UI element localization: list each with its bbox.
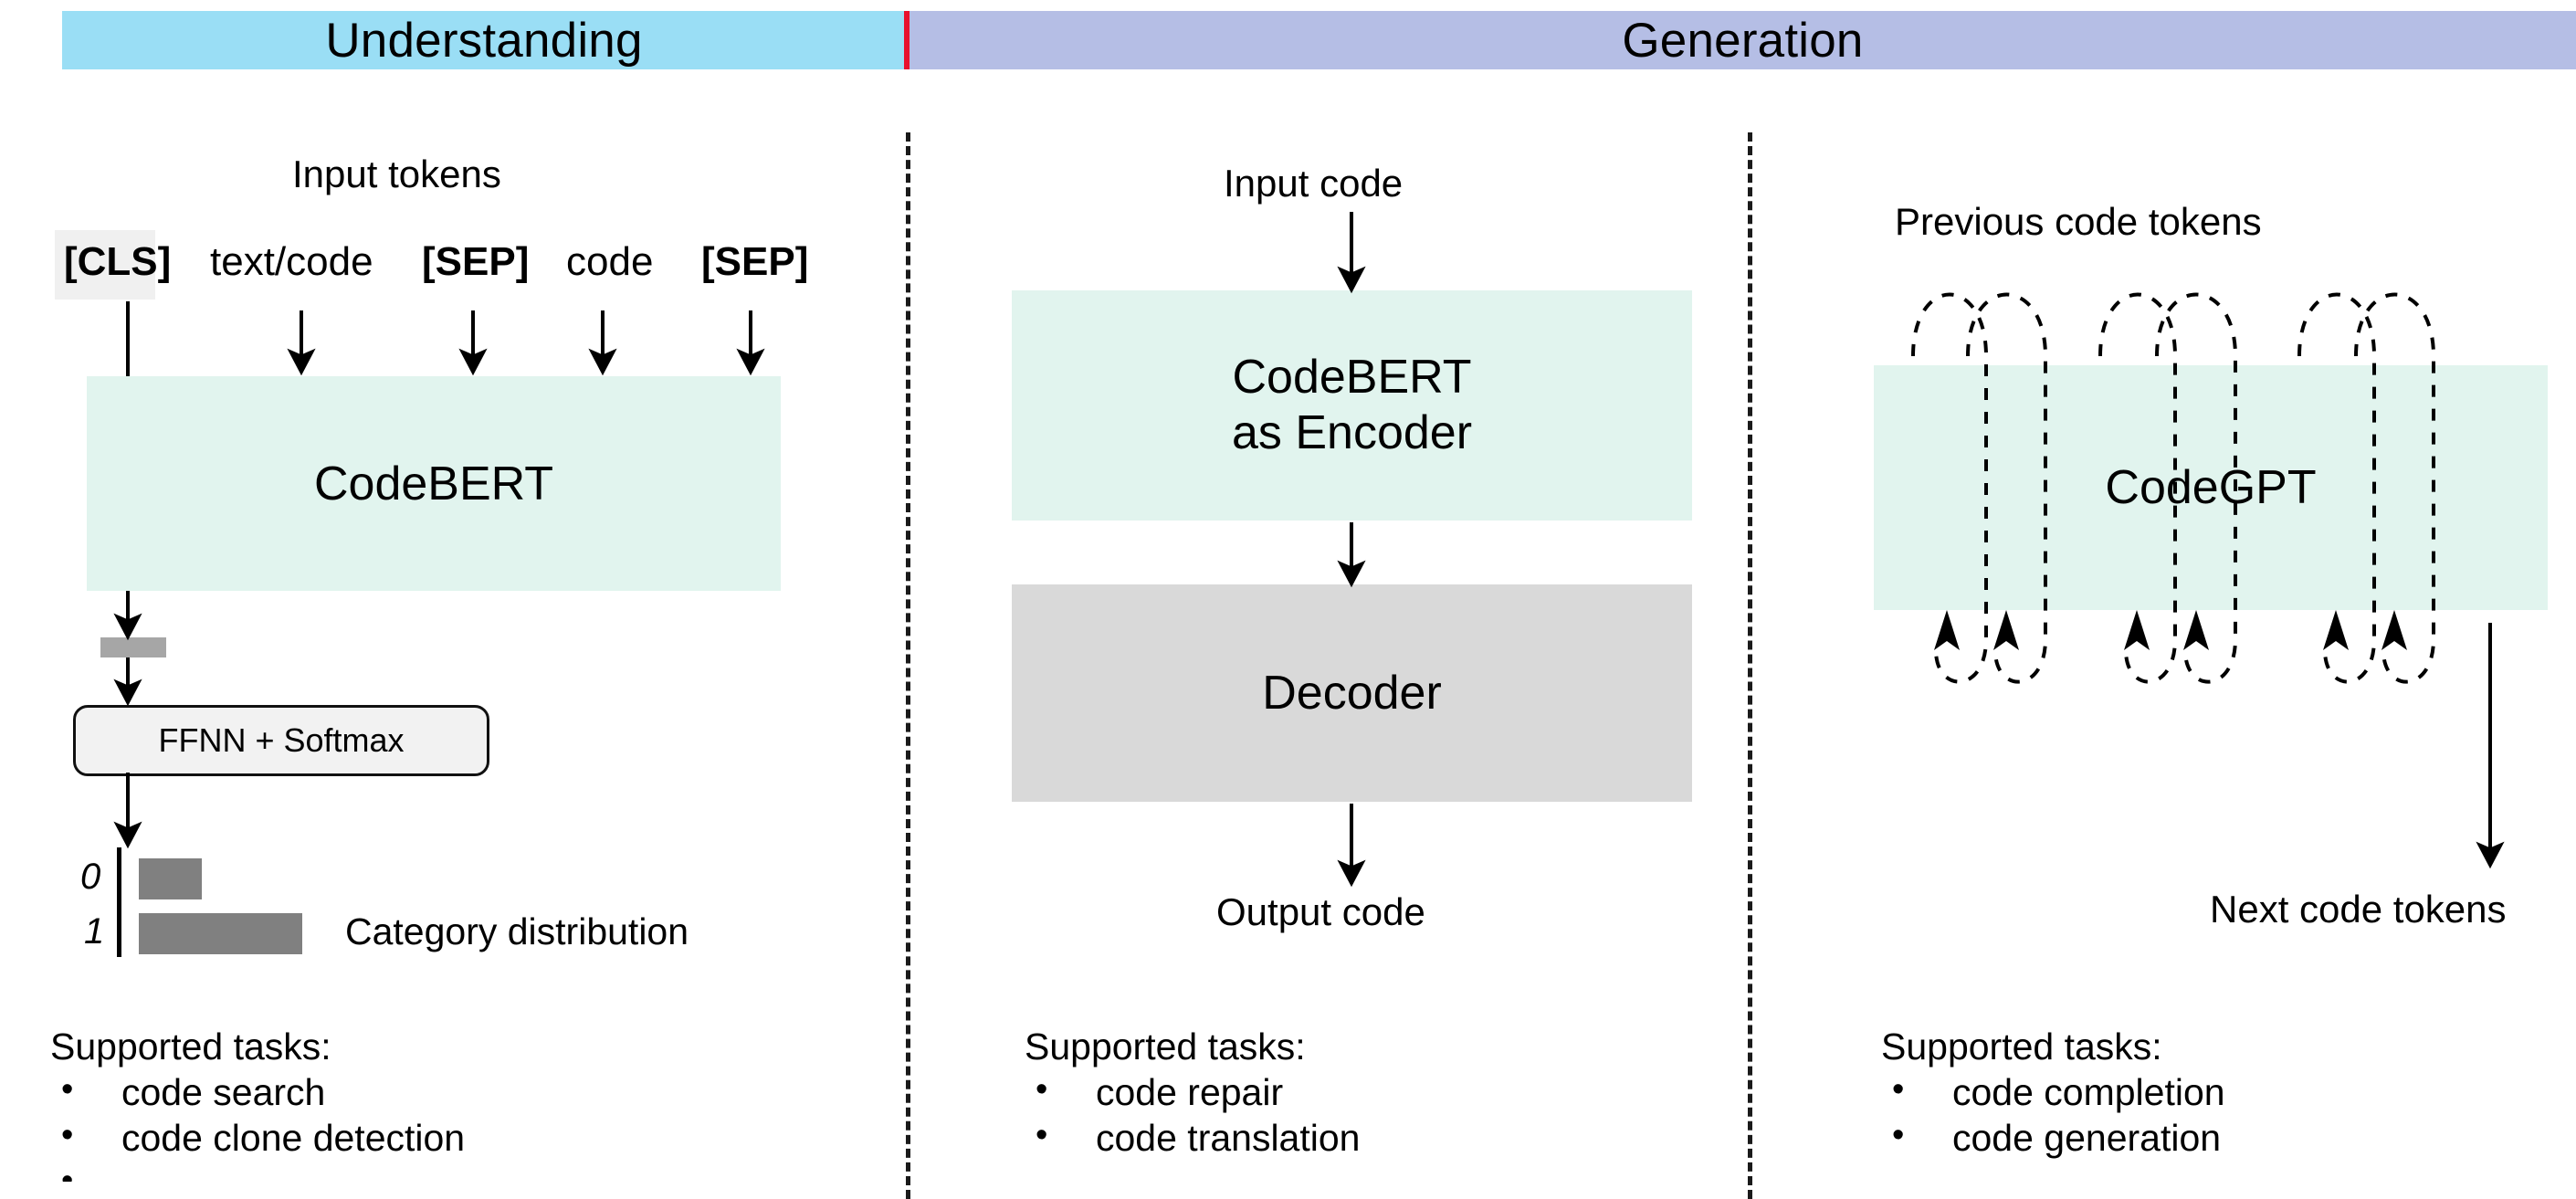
box-codebert: CodeBERT (87, 376, 781, 591)
task-item-clipped: • (50, 1163, 465, 1182)
header-understanding: Understanding (62, 11, 906, 69)
bullet-icon: • (1892, 1115, 1905, 1154)
label-output-code: Output code (1216, 890, 1425, 933)
tasks-understanding: Supported tasks: • code search • code cl… (50, 1025, 466, 1182)
task-item: • code completion (1881, 1069, 2225, 1114)
task-label: code search (121, 1070, 326, 1113)
task-item: • code clone detection (50, 1115, 466, 1160)
recurrent-loop-arrowheads (1934, 610, 2407, 650)
distribution-bar-0 (139, 858, 202, 899)
box-codegpt: CodeGPT (1874, 365, 2548, 610)
distribution-axis (117, 847, 121, 957)
token-arrows (126, 301, 765, 376)
box-decoder: Decoder (1012, 584, 1692, 802)
distribution-label-0: 0 (80, 857, 101, 897)
encoder-line-2: as Encoder (1231, 406, 1473, 459)
cls-embedding-chip (100, 637, 166, 657)
header-red-divider (904, 11, 909, 69)
task-label: code completion (1952, 1070, 2225, 1113)
token-sep-2: [SEP] (701, 239, 809, 284)
encoder-line-1: CodeBERT (1232, 350, 1472, 404)
token-code: code (566, 239, 654, 284)
task-label: code generation (1952, 1116, 2222, 1159)
tasks-heading-understanding: Supported tasks: (50, 1025, 331, 1068)
tasks-list-understanding: • code search • code clone detection • (50, 1069, 466, 1182)
box-ffnn-softmax: FFNN + Softmax (73, 705, 489, 776)
panel-divider-right (1748, 132, 1752, 1199)
task-item: • code generation (1881, 1115, 2225, 1160)
task-label: code repair (1096, 1070, 1284, 1113)
label-previous-code-tokens: Previous code tokens (1895, 200, 2262, 243)
label-input-code: Input code (1224, 162, 1404, 205)
tasks-generation-seq2seq: Supported tasks: • code repair • code tr… (1025, 1025, 1361, 1160)
task-label: code clone detection (121, 1116, 466, 1159)
bullet-icon: • (61, 1069, 74, 1109)
distribution-label-1: 1 (84, 911, 105, 952)
task-item: • code search (50, 1069, 465, 1114)
distribution-caption: Category distribution (345, 910, 689, 952)
header-generation: Generation (909, 11, 2576, 69)
token-cls: [CLS] (64, 239, 172, 284)
distribution-bar-1 (139, 913, 302, 954)
token-sep-1: [SEP] (422, 239, 530, 284)
tasks-heading-seq2seq: Supported tasks: (1025, 1025, 1306, 1068)
bullet-icon: • (61, 1163, 73, 1182)
tasks-generation-causal: Supported tasks: • code completion • cod… (1881, 1025, 2225, 1160)
tasks-list-seq2seq: • code repair • code translation (1025, 1069, 1361, 1160)
bullet-icon: • (1036, 1069, 1048, 1109)
label-next-code-tokens: Next code tokens (2210, 888, 2507, 931)
token-cls-highlight (55, 230, 155, 300)
task-item: • code repair (1025, 1069, 1360, 1114)
task-label: code translation (1096, 1116, 1361, 1159)
bullet-icon: • (1892, 1069, 1905, 1109)
task-item: • code translation (1025, 1115, 1361, 1160)
tasks-heading-causal: Supported tasks: (1881, 1025, 2162, 1068)
label-input-tokens: Input tokens (292, 153, 501, 195)
panel-divider-left (906, 132, 910, 1199)
tasks-list-causal: • code completion • code generation (1881, 1069, 2225, 1160)
bullet-icon: • (61, 1115, 74, 1154)
bullet-icon: • (1036, 1115, 1048, 1154)
box-codebert-as-encoder: CodeBERT as Encoder (1012, 290, 1692, 521)
token-text-code: text/code (210, 239, 373, 284)
